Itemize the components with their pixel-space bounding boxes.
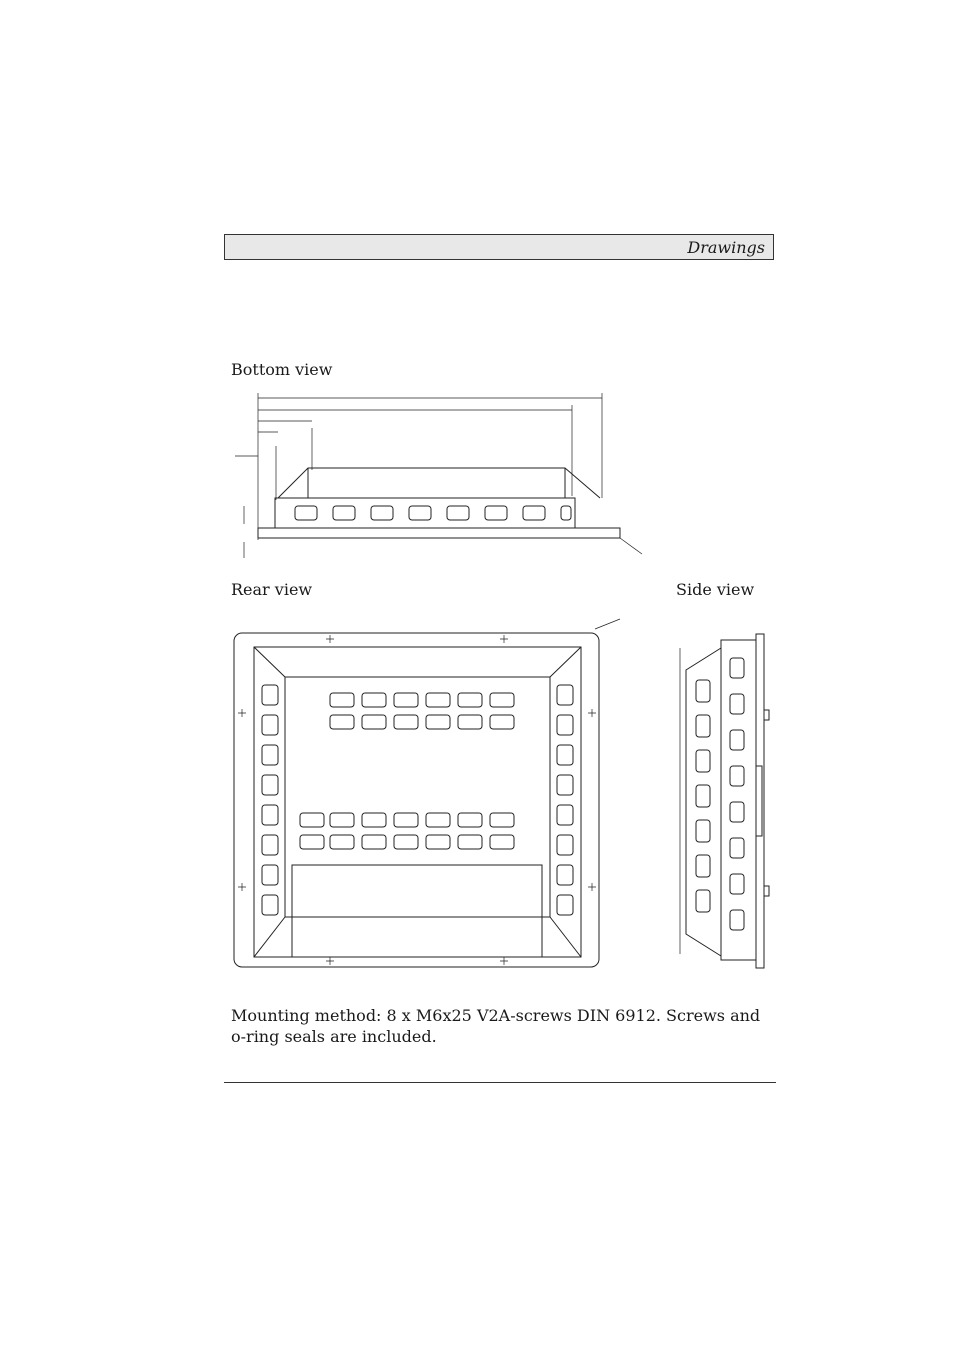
rear-screw-marks	[238, 635, 596, 965]
side-view-drawing	[679, 633, 770, 969]
rear-view-label: Rear view	[231, 580, 313, 599]
rear-lower-panel	[291, 864, 543, 958]
side-housing	[679, 633, 770, 969]
side-vents	[695, 657, 745, 931]
mounting-method-text: Mounting method: 8 x M6x25 V2A-screws DI…	[231, 1006, 761, 1046]
bottom-view-drawing	[235, 393, 643, 558]
bottom-housing	[257, 467, 621, 539]
dimension-lines	[235, 393, 643, 558]
side-view-label: Side view	[676, 580, 755, 599]
bottom-view-label: Bottom view	[231, 360, 333, 379]
page-header-title: Drawings	[687, 238, 765, 257]
page-header-bar: Drawings	[224, 234, 774, 260]
footer-rule	[224, 1082, 776, 1083]
rear-left-vents	[261, 684, 279, 916]
rear-center-vents	[299, 692, 515, 850]
bottom-vent-slots	[294, 505, 572, 521]
rear-right-vents	[556, 684, 574, 916]
rear-view-drawing	[233, 618, 621, 968]
